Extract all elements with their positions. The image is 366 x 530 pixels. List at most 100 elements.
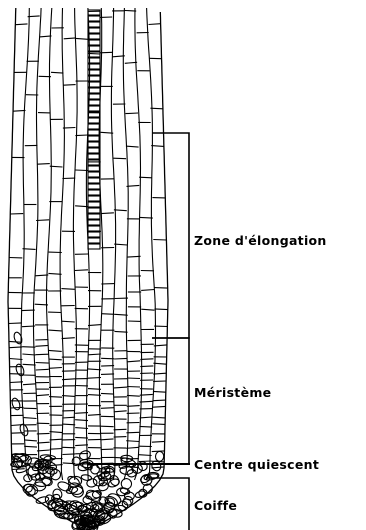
vascular-cell [88,148,100,153]
cell-cross-wall [75,206,88,207]
cell-cross-wall [75,270,88,271]
cell-cross-wall [35,275,48,276]
cell-cross-wall [10,382,23,383]
cell-cross-wall [127,378,140,379]
root-cap-cell [81,474,92,481]
cell-cross-wall [15,24,27,25]
root-cap-cell [27,465,39,477]
cell-cross-wall [114,411,127,412]
cell-cross-wall [114,244,127,245]
cell-cross-wall [75,170,88,171]
cell-cross-wall [101,393,114,394]
cell-cross-wall [153,400,166,401]
cell-cross-wall [13,110,26,111]
cell-cross-wall [101,449,114,450]
cell-cross-wall [127,361,140,362]
cell-cross-wall [24,440,37,441]
cell-cross-wall [62,321,75,322]
cell-cross-wall [88,53,100,54]
cell-cross-wall [22,354,35,355]
cell-cross-wall [75,445,88,446]
vascular-cell [88,214,100,219]
cell-cross-wall [62,424,75,425]
cell-cross-wall [11,407,24,408]
cell-cross-wall [51,72,63,73]
cell-cross-wall [152,441,165,442]
vascular-cell [88,142,100,147]
cell-file-wall [73,8,77,480]
cell-cross-wall [12,469,25,470]
vascular-cell [88,22,100,27]
vascular-cell [88,94,100,99]
cell-cross-wall [9,347,22,348]
cell-file-wall [60,8,64,480]
label-quiescent-centre: Centre quiescent [194,457,319,472]
cell-cross-wall [35,304,48,305]
cell-cross-wall [101,374,114,375]
vascular-cell [88,154,100,159]
cell-cross-wall [36,395,49,396]
vascular-cell [88,118,100,123]
vascular-cell [88,16,100,21]
cell-cross-wall [35,345,48,346]
sloughed-cell [15,363,26,377]
cell-cross-wall [114,387,127,388]
cell-cross-wall [101,358,114,359]
vascular-cell [88,202,100,207]
cell-cross-wall [22,326,35,327]
vascular-cell [88,238,100,243]
root-cap-cell [77,460,92,472]
vascular-cell [88,100,100,105]
cell-cross-wall [36,354,49,355]
cell-cross-wall [63,447,76,448]
vascular-cell [88,130,100,135]
cell-cross-wall [88,378,101,379]
cell-cross-wall [101,132,114,133]
cell-cross-wall [124,10,136,11]
cell-cross-wall [153,373,166,374]
cell-cross-wall [149,24,161,25]
cell-cross-wall [76,38,88,39]
cell-cross-wall [88,389,101,390]
cell-cross-wall [36,363,49,364]
cell-cross-wall [126,113,139,114]
sloughed-cell [11,397,22,411]
cell-cross-wall [153,240,166,241]
cell-cross-wall [23,384,36,385]
vascular-cell [88,106,100,111]
label-elongation-zone: Zone d'élongation [194,233,327,248]
vascular-cell [88,244,100,249]
vascular-cell [88,124,100,129]
cell-cross-wall [36,369,49,370]
cell-cross-wall [88,395,101,396]
elongation-bracket [152,133,189,338]
cell-cross-wall [101,426,114,427]
cell-cross-wall [154,288,167,289]
cell-cross-wall [75,464,88,465]
cell-cross-wall [101,213,114,214]
sloughed-cell [13,331,24,345]
cell-cross-wall [37,164,50,165]
cell-cross-wall [75,437,88,438]
cell-cross-wall [63,454,76,455]
cell-cross-wall [62,417,75,418]
vascular-cell [88,232,100,237]
cell-cross-wall [49,350,62,351]
cell-cross-wall [153,406,166,407]
cell-cross-wall [101,366,114,367]
cell-cross-wall [126,432,139,433]
cell-cross-wall [114,429,127,430]
cell-cross-wall [23,364,36,365]
vascular-cell [88,190,100,195]
cell-cross-wall [140,366,153,367]
cell-cross-wall [139,177,152,178]
vascular-cell [88,28,100,33]
cell-cross-wall [127,395,140,396]
cell-cross-wall [22,310,35,311]
vascular-cell [88,136,100,141]
vascular-cell [88,178,100,183]
vascular-cell [88,34,100,39]
cell-cross-wall [126,146,139,147]
cell-cross-wall [155,309,168,310]
